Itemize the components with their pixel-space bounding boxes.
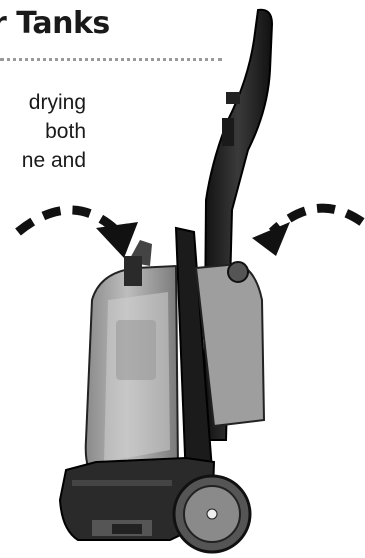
curved-dashed-arrow-right-icon (252, 208, 362, 256)
clean-water-tank (86, 240, 178, 480)
rear-wheel (174, 476, 250, 552)
release-knob (228, 262, 248, 282)
curved-dashed-arrow-left-icon (18, 210, 138, 258)
